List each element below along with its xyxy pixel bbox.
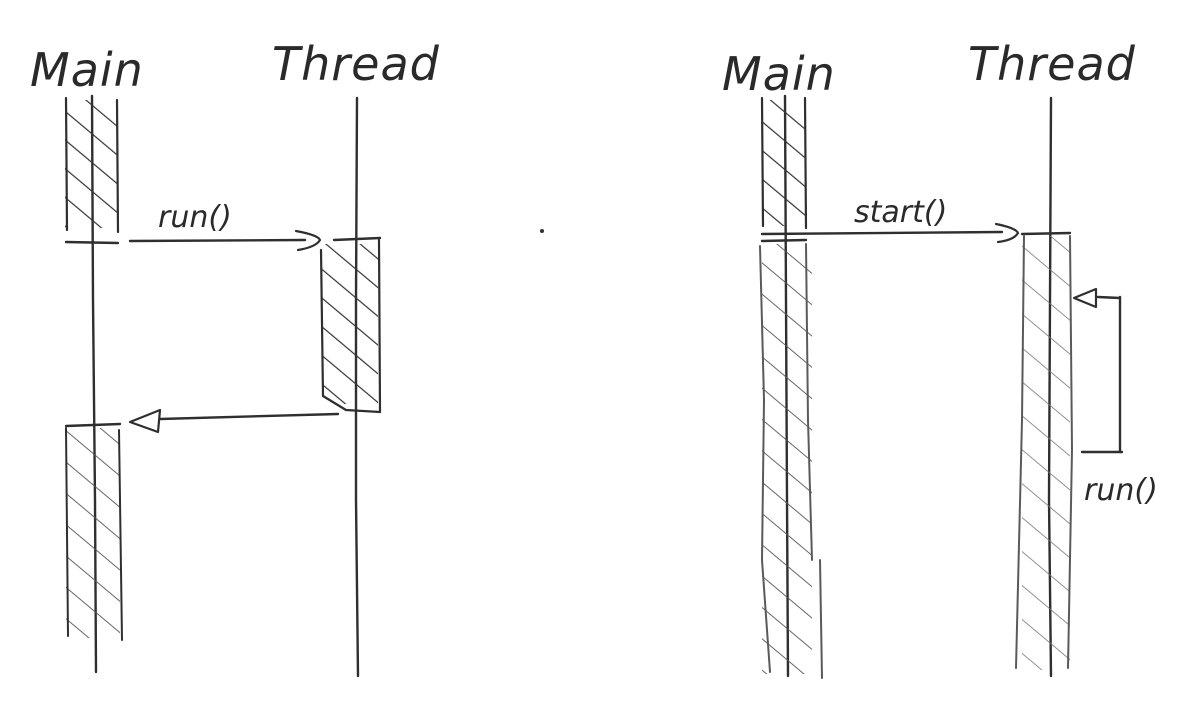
right-start-call-arrow [760,222,1020,244]
left-thread-activation [319,236,382,414]
left-run-call-arrow [128,229,322,252]
right-main-activation-top [760,96,808,230]
right-thread-activation [1015,231,1074,670]
left-main-label: Main [30,43,144,97]
right-main-label: Main [722,47,836,101]
right-diagram: Main Thread start() [722,37,1158,679]
right-self-call-bracket [1072,287,1124,454]
left-thread-label: Thread [272,37,440,91]
left-main-activation-bottom [64,422,123,641]
stray-dot [540,229,544,233]
left-main-activation-top [64,96,120,245]
left-return-arrow [128,408,340,434]
right-inner-label: run() [1084,473,1158,508]
left-diagram: Main Thread run() [30,37,440,678]
left-call-label: run() [158,200,232,235]
right-main-activation-continued [759,238,823,679]
right-thread-label: Thread [968,37,1136,91]
right-call-label: start() [854,195,947,230]
